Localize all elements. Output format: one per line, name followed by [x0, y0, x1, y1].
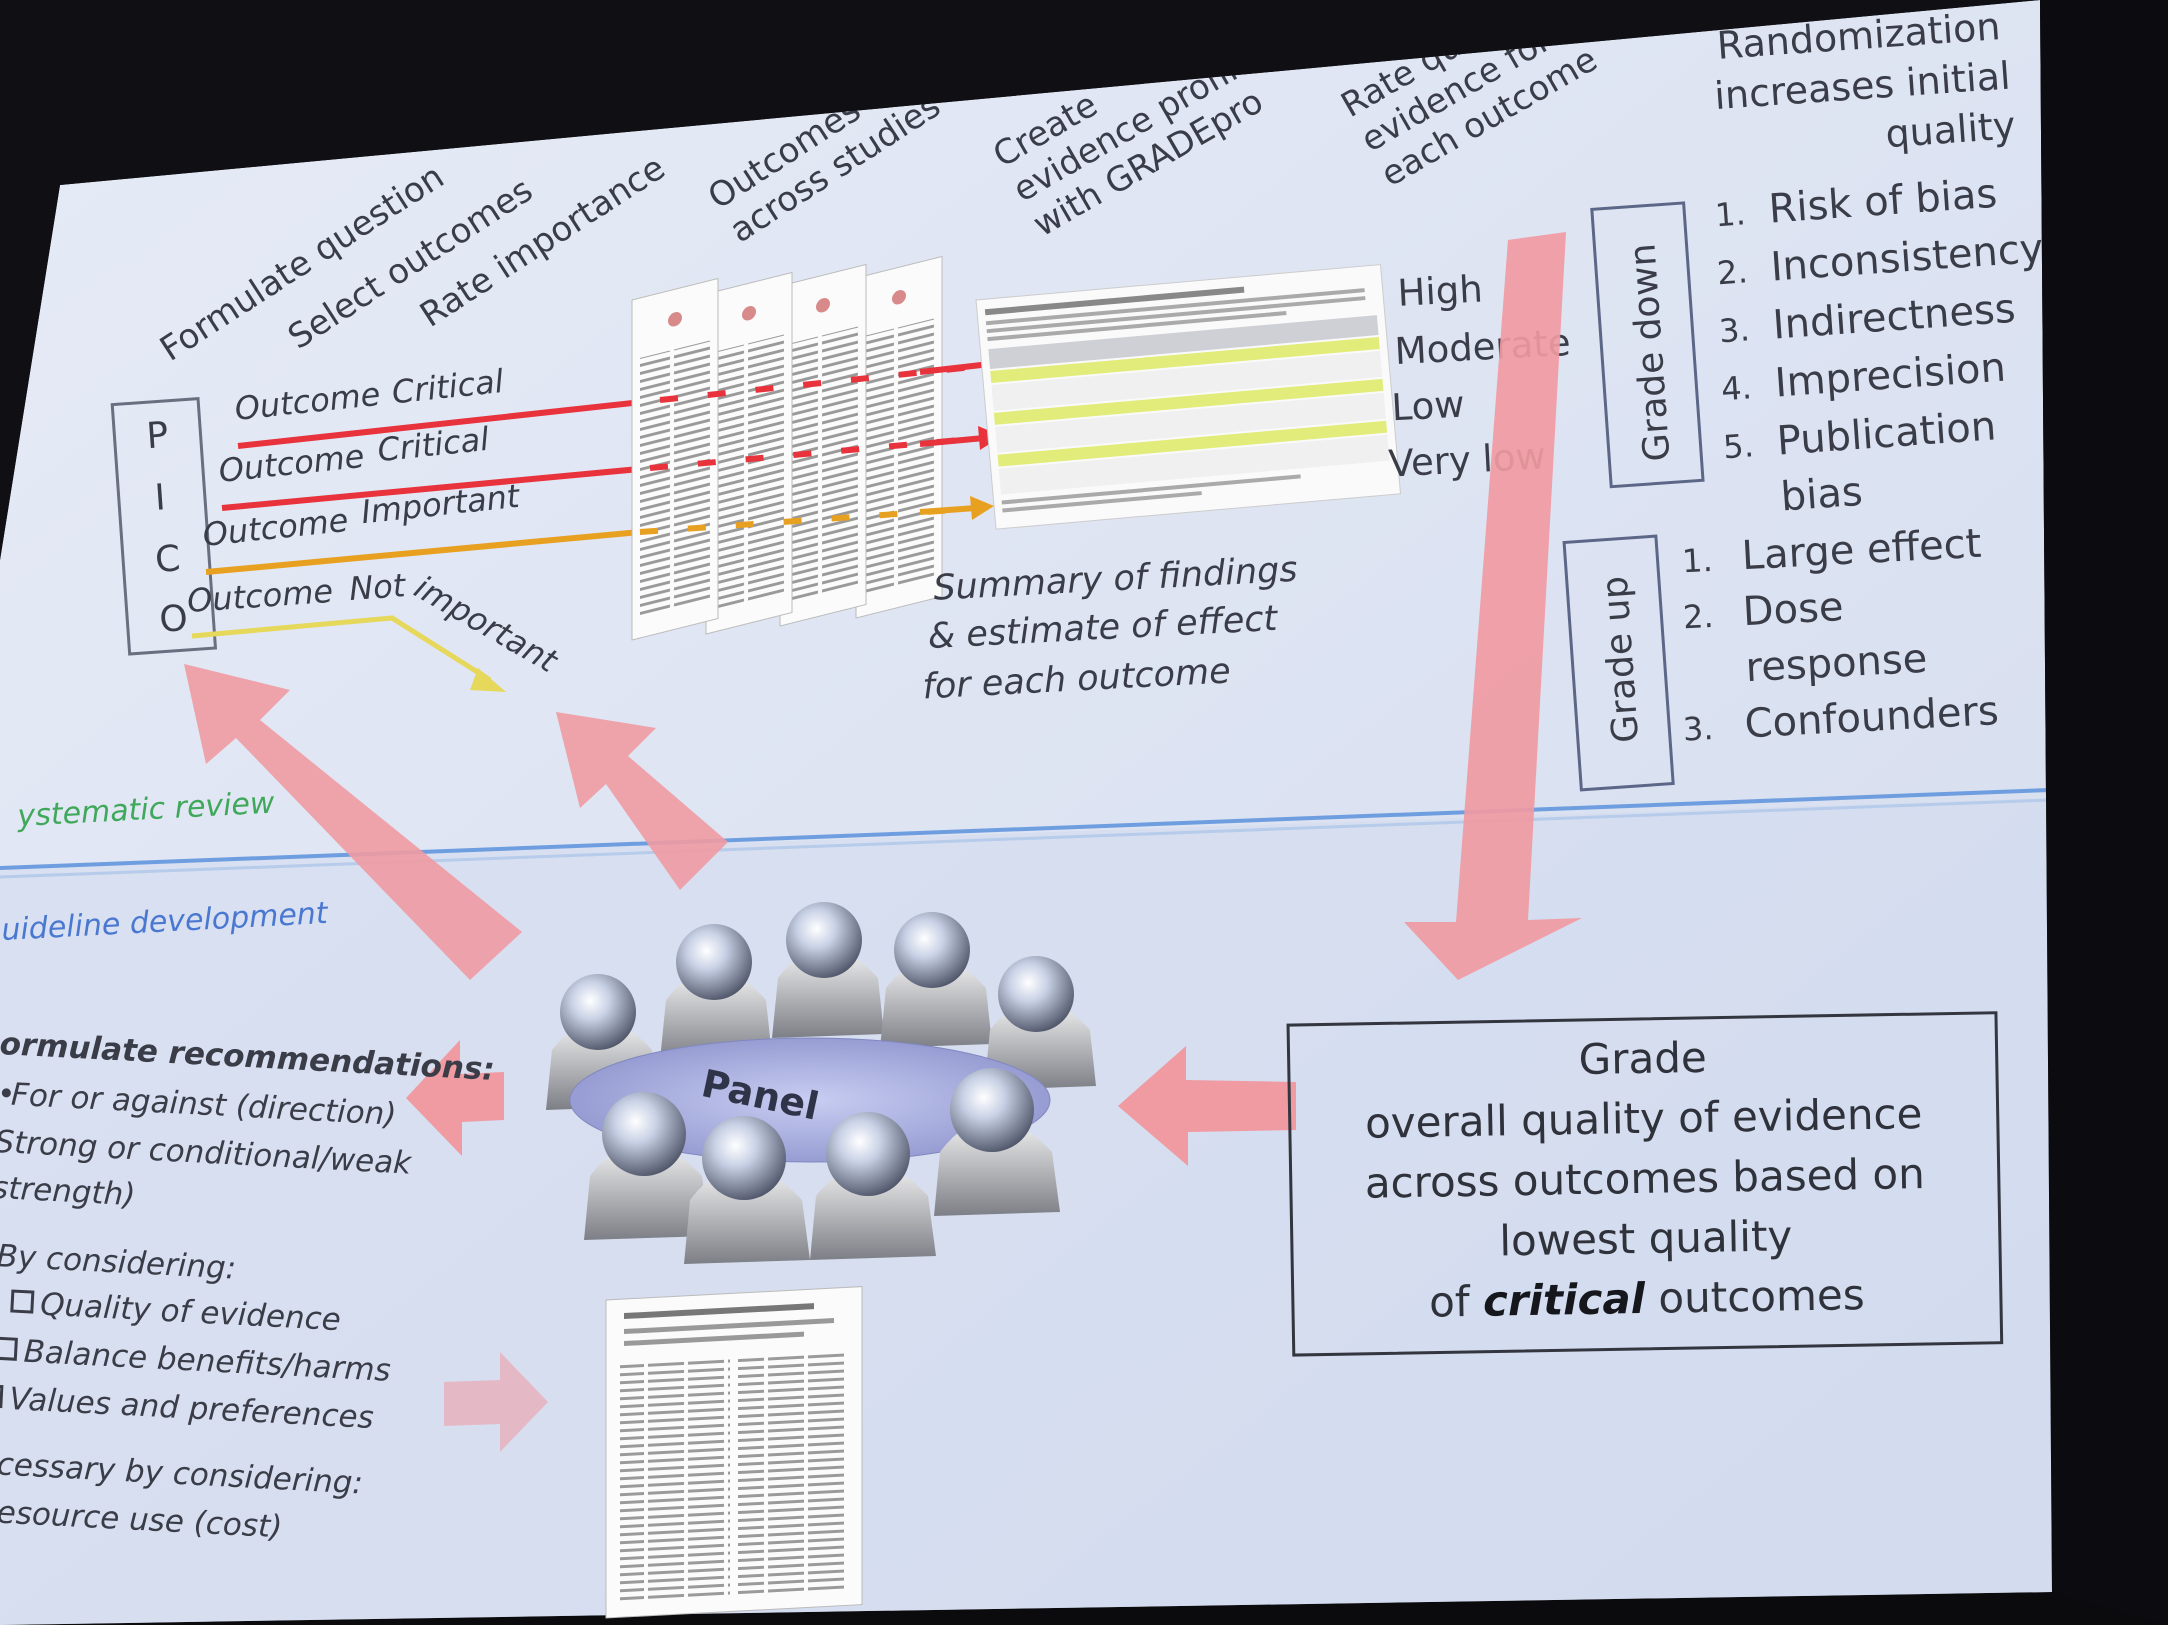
svg-text:3.: 3.	[1718, 310, 1751, 350]
svg-text:2.: 2.	[1682, 597, 1714, 637]
svg-text:bias: bias	[1779, 469, 1864, 521]
grade-to-panel-arrow	[1118, 1046, 1296, 1166]
study-doc-3	[779, 263, 867, 627]
svg-text:overall quality of evidence: overall quality of evidence	[1365, 1089, 1923, 1148]
svg-text:strength): strength)	[0, 1170, 136, 1213]
pico-letter-i: I	[153, 477, 166, 519]
panel-front-members	[584, 1068, 1060, 1264]
panel-group: Panel	[546, 902, 1096, 1264]
guideline-document	[605, 1286, 863, 1619]
critical-dash-1	[659, 363, 983, 403]
rate-quality-down-arrow	[1404, 232, 1582, 980]
arrow-critical-2	[919, 435, 985, 447]
pico-box: P I C O	[110, 397, 218, 656]
svg-text:1.: 1.	[1681, 541, 1713, 581]
quality-high: High	[1397, 267, 1484, 314]
svg-text:Not: Not	[348, 566, 408, 608]
svg-text:of critical outcomes: of critical outcomes	[1429, 1270, 1865, 1327]
svg-text:Grade: Grade	[1578, 1033, 1707, 1084]
evidence-profile-table	[975, 264, 1402, 530]
svg-text:2.: 2.	[1716, 252, 1749, 292]
panel-table	[569, 1037, 1051, 1163]
study-doc-2	[705, 271, 793, 635]
pico-letter-p: P	[145, 415, 170, 457]
svg-text:response: response	[1745, 636, 1929, 691]
svg-text:4.: 4.	[1720, 368, 1753, 408]
critical-line-1	[237, 397, 661, 449]
screen-edge-right	[2040, 0, 2168, 1625]
svg-text:•: •	[0, 1076, 16, 1113]
study-doc-4	[855, 255, 943, 619]
svg-text:1.: 1.	[1714, 194, 1747, 234]
panel-to-pico-arrow	[184, 664, 522, 980]
important-line	[205, 529, 641, 575]
section-divider-light	[0, 798, 2051, 879]
svg-text:5.: 5.	[1722, 426, 1755, 466]
svg-text:quality: quality	[1884, 103, 2017, 156]
screen-edge-top-left	[0, 0, 2040, 560]
section-divider	[0, 788, 2051, 870]
grade-up-item-dose: Dose	[1742, 584, 1845, 635]
svg-text:across outcomes based on: across outcomes based on	[1364, 1149, 1925, 1208]
grade-up-list: 1. Large effect 2. Dose response 3. Conf…	[1681, 521, 2000, 749]
pico-letter-o: O	[158, 598, 189, 641]
panel-to-recommendations-arrow	[406, 1040, 504, 1156]
svg-text:3.: 3.	[1682, 709, 1714, 749]
not-important-line	[191, 615, 492, 683]
grade-overall-box: Grade overall quality of evidence across…	[1286, 1011, 2004, 1357]
not-important-arrowhead	[470, 668, 506, 692]
pico-letter-c: C	[154, 538, 182, 581]
panel-back-members	[546, 902, 1096, 1110]
study-doc-1	[631, 277, 719, 641]
critical-line-2	[221, 465, 651, 511]
arrowhead-important	[970, 496, 994, 520]
to-guideline-doc-arrow	[444, 1352, 548, 1452]
study-documents	[631, 255, 1008, 641]
important-dash	[639, 505, 983, 535]
quality-low: Low	[1391, 383, 1466, 430]
svg-text:lowest quality: lowest quality	[1499, 1211, 1793, 1265]
arrow-critical-1	[919, 361, 991, 375]
arrow-important	[919, 505, 977, 515]
panel-to-importance-arrow	[556, 712, 728, 890]
